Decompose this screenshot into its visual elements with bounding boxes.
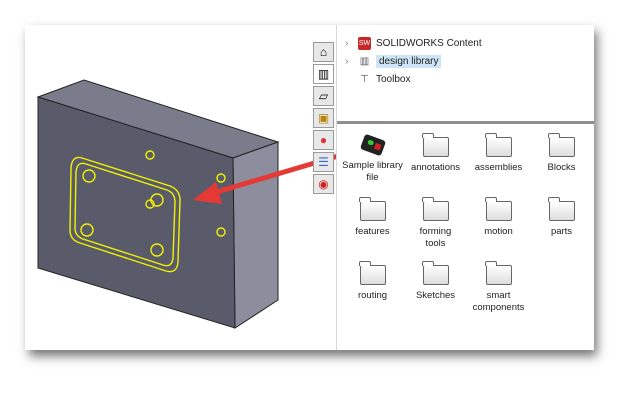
library-tree: › SW SOLIDWORKS Content › ▥ design libra… xyxy=(345,34,482,88)
tree-node-label: SOLIDWORKS Content xyxy=(376,37,482,49)
folder-icon xyxy=(485,261,512,285)
folder-icon xyxy=(422,197,449,221)
design-library-panel: › SW SOLIDWORKS Content › ▥ design libra… xyxy=(336,25,594,350)
design-library-icon: ▥ xyxy=(359,55,370,67)
library-folder-motion[interactable]: motion xyxy=(467,197,530,255)
library-folder-parts[interactable]: parts xyxy=(530,197,593,255)
library-folder-features[interactable]: features xyxy=(341,197,404,255)
library-folder-forming-tools[interactable]: forming tools xyxy=(404,197,467,255)
tree-node-label: Toolbox xyxy=(376,73,411,85)
box-front-face xyxy=(37,96,236,329)
folder-icon xyxy=(359,261,386,285)
folder-icon xyxy=(485,133,512,157)
folder-icon xyxy=(548,133,575,157)
chevron-right-icon[interactable]: › xyxy=(345,55,349,67)
folder-icon xyxy=(485,197,512,221)
library-folder-routing[interactable]: routing xyxy=(341,261,404,319)
solidworks-content-icon: SW xyxy=(358,36,371,50)
solidworks-forum-icon[interactable]: ◉ xyxy=(313,174,334,194)
library-folder-blocks[interactable]: Blocks xyxy=(530,133,593,191)
library-folder-smart-components[interactable]: smart components xyxy=(467,261,530,319)
tree-node-solidworks-content[interactable]: › SW SOLIDWORKS Content xyxy=(345,34,482,52)
tree-node-toolbox[interactable]: ⊤ Toolbox xyxy=(345,70,482,88)
library-folder-annotations[interactable]: annotations xyxy=(404,133,467,191)
tree-node-label: design library xyxy=(376,54,442,68)
library-folder-assemblies[interactable]: assemblies xyxy=(467,133,530,191)
library-folder-sketches[interactable]: Sketches xyxy=(404,261,467,319)
custom-properties-icon[interactable]: ☰ xyxy=(313,152,334,172)
tree-node-design-library[interactable]: › ▥ design library xyxy=(345,52,482,70)
file-explorer-icon[interactable]: ▱ xyxy=(313,86,334,106)
part-file-icon xyxy=(359,133,386,157)
pane-splitter[interactable] xyxy=(337,121,594,124)
library-items-grid: Sample library file annotations assembli… xyxy=(341,133,593,319)
folder-icon xyxy=(422,133,449,157)
box-right-face xyxy=(232,141,279,329)
selected-pocket-feature xyxy=(69,150,226,273)
task-pane-tabs: ⌂ ▥ ▱ ▣ ● ☰ ◉ xyxy=(313,42,334,194)
toolbox-icon: ⊤ xyxy=(360,73,369,85)
folder-icon xyxy=(548,197,575,221)
design-library-icon[interactable]: ▥ xyxy=(313,64,334,84)
view-palette-icon[interactable]: ▣ xyxy=(313,108,334,128)
library-item-sample-library-file[interactable]: Sample library file xyxy=(341,133,404,191)
appearances-icon[interactable]: ● xyxy=(313,130,334,150)
folder-icon xyxy=(359,197,386,221)
home-icon[interactable]: ⌂ xyxy=(313,42,334,62)
chevron-right-icon[interactable]: › xyxy=(345,37,349,49)
folder-icon xyxy=(422,261,449,285)
